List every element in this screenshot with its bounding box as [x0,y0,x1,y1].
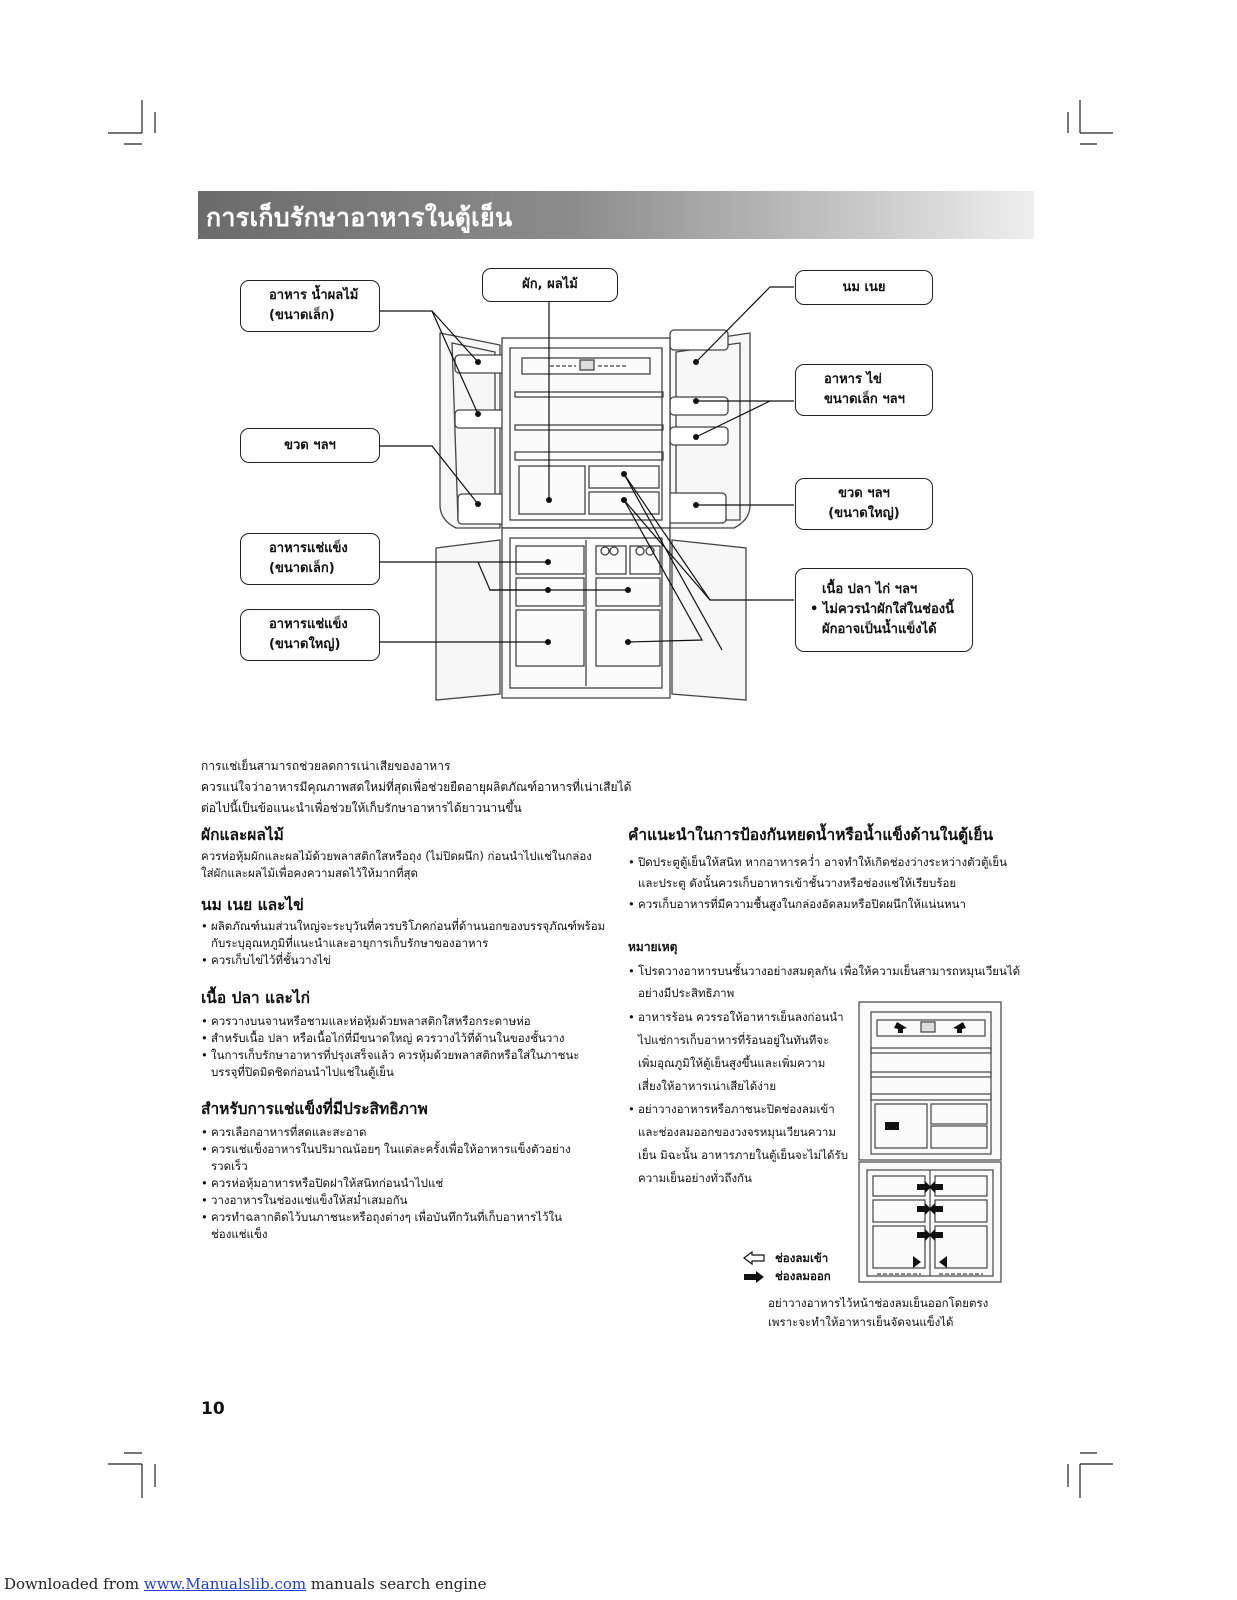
legend-inlet-label: ช่องลมเข้า [775,1251,829,1265]
text-line: อย่าวางอาหารไว้หน้าช่องลมเย็นออกโดยตรง [768,1296,989,1310]
bullet-item: อย่าวางอาหารหรือภาชนะปิดช่องลมเข้า และช่… [628,1098,853,1190]
text-line: ปิดประตูตู้เย็นให้สนิท หากอาหารคว่ำ อาจท… [638,855,1007,869]
bullet-item: ควรเก็บอาหารที่มีความชื้นสูงในกล่องอัดลม… [628,894,1007,915]
refrigerator-storage-diagram [380,286,794,701]
meat-bullets: ควรวางบนจานหรือชามและห่อหุ้มด้วยพลาสติกใ… [201,1013,579,1081]
bullet-item: ควรเก็บไข่ไว้ที่ชั้นวางไข่ [201,952,605,969]
intro-line: ต่อไปนี้เป็นข้อแนะนำเพื่อช่วยให้เก็บรักษ… [201,801,522,815]
condensation-bullets: ปิดประตูตู้เย็นให้สนิท หากอาหารคว่ำ อาจท… [628,852,1007,915]
intro-paragraph: การแช่เย็นสามารถช่วยลดการเน่าเสียของอาหา… [201,756,631,819]
inlet-arrow-icon [743,1251,765,1265]
bullet-item: ปิดประตูตู้เย็นให้สนิท หากอาหารคว่ำ อาจท… [628,852,1007,894]
bullet-item: ควรเลือกอาหารที่สดและสะอาด [201,1124,571,1141]
freezing-bullets: ควรเลือกอาหารที่สดและสะอาด ควรแช่แข็งอาห… [201,1124,571,1243]
bullet-item: ควรทำฉลากติดไว้บนภาชนะหรือถุงต่างๆ เพื่อ… [201,1209,571,1243]
callout-frozen-large: อาหารแช่แข็ง (ขนาดใหญ่) [240,609,380,661]
callout-bottle-large: ขวด ฯลฯ (ขนาดใหญ่) [795,478,933,530]
bullet-item: ควรห่อหุ้มอาหารหรือปิดฝาให้สนิทก่อนนำไปแ… [201,1175,571,1192]
text-line: อาหารร้อน ควรรอให้อาหารเย็นลงก่อนนำ [638,1010,844,1024]
bullet-item: วางอาหารในช่องแช่แข็งให้สม่ำเสมอกัน [201,1192,571,1209]
footer-prefix: Downloaded from [4,1575,144,1593]
text-line: ช่องแช่แข็ง [211,1227,268,1241]
heading-freezing: สำหรับการแช่แข็งที่มีประสิทธิภาพ [201,1100,428,1118]
note-heading: หมายเหตุ [628,940,678,954]
text-line: โปรดวางอาหารบนชั้นวางอย่างสมดุลกัน เพื่อ… [638,964,1021,978]
callout-bottle-large-line2: (ขนาดใหญ่) [828,506,900,521]
text-line: เพิ่มอุณภูมิให้ตู้เย็นสูงขึ้นและเพิ่มควา… [638,1056,826,1070]
callout-meat-line1: เนื้อ ปลา ไก่ ฯลฯ [822,582,918,597]
bullet-item: อาหารร้อน ควรรอให้อาหารเย็นลงก่อนนำ ไปแช… [628,1006,853,1098]
footer-suffix: manuals search engine [306,1575,487,1593]
note-bullets-2-3: อาหารร้อน ควรรอให้อาหารเย็นลงก่อนนำ ไปแช… [628,1006,853,1190]
callout-food-juice-line1: อาหาร น้ำผลไม้ [269,288,359,303]
text-line: เย็น มิฉะนั้น อาหารภายในตู้เย็นจะไม่ได้ร… [638,1148,848,1162]
bullet-item: ผลิตภัณฑ์นมส่วนใหญ่จะระบุวันที่ควรบริโภค… [201,918,605,952]
heading-vegetables: ผักและผลไม้ [201,826,284,844]
callout-frozen-large-line1: อาหารแช่แข็ง [269,617,348,632]
text-line: เพราะจะทำให้อาหารเย็นจัดจนแข็งได้ [768,1315,954,1329]
bullet-item: ในการเก็บรักษาอาหารที่ปรุงเสร็จแล้ว ควรห… [201,1047,579,1081]
callout-bottle-small: ขวด ฯลฯ [240,428,380,463]
callout-milk-butter-label: นม เนย [842,279,886,295]
callout-frozen-large-line2: (ขนาดใหญ่) [269,637,341,652]
heading-dairy: นม เนย และไข่ [201,896,304,914]
text-line: เสี่ยงให้อาหารเน่าเสียได้ง่าย [638,1079,777,1093]
text-line: อย่างมีประสิทธิภาพ [638,986,735,1000]
text-line: ผลิตภัณฑ์นมส่วนใหญ่จะระบุวันที่ควรบริโภค… [211,919,606,933]
intro-line: การแช่เย็นสามารถช่วยลดการเน่าเสียของอาหา… [201,759,451,773]
callout-veg-fruit-label: ผัก, ผลไม้ [522,277,578,292]
section-title-bar: การเก็บรักษาอาหารในตู้เย็น [198,191,1034,239]
bullet-item: สำหรับเนื้อ ปลา หรือเนื้อไก่ที่มีขนาดใหญ… [201,1030,579,1047]
callout-food-egg-line2: ขนาดเล็ก ฯลฯ [824,392,905,407]
text-line: บรรจุที่ปิดมิดชิดก่อนนำไปแช่ในตู้เย็น [211,1065,394,1079]
callout-meat-line2: • ไม่ควรนำผักใส่ในช่องนี้ [810,602,954,617]
text-line: ในการเก็บรักษาอาหารที่ปรุงเสร็จแล้ว ควรห… [211,1048,580,1062]
text-line: ควรทำฉลากติดไว้บนภาชนะหรือถุงต่างๆ เพื่อ… [211,1210,563,1224]
airflow-caption: อย่าวางอาหารไว้หน้าช่องลมเย็นออกโดยตรง เ… [768,1294,988,1332]
callout-food-juice-line2: (ขนาดเล็ก) [269,308,335,323]
callout-meat-warning: ไม่ควรนำผักใส่ในช่องนี้ [822,602,954,617]
bullet-item: ควรวางบนจานหรือชามและห่อหุ้มด้วยพลาสติกใ… [201,1013,579,1030]
text-line: รวดเร็ว [211,1159,248,1173]
text-line: และประตู ดังนั้นควรเก็บอาหารเข้าชั้นวางห… [638,876,957,890]
text-line: ควรแช่แข็งอาหารในปริมาณน้อยๆ ในแต่ละครั้… [211,1142,571,1156]
page-number: 10 [201,1399,225,1419]
text-line: ไปแช่การเก็บอาหารที่ร้อนอยู่ในทันทีจะ [638,1033,830,1047]
heading-meat: เนื้อ ปลา และไก่ [201,989,311,1007]
note-bullet-1: โปรดวางอาหารบนชั้นวางอย่างสมดุลกัน เพื่อ… [628,960,1020,1004]
outlet-arrow-icon [744,1271,764,1283]
dairy-bullets: ผลิตภัณฑ์นมส่วนใหญ่จะระบุวันที่ควรบริโภค… [201,918,605,969]
text-line: ใส่ผักและผลไม้เพื่อคงความสดไว้ให้มากที่ส… [201,866,419,880]
bullet-item: โปรดวางอาหารบนชั้นวางอย่างสมดุลกัน เพื่อ… [628,960,1020,1004]
text-line: ควรห่อหุ้มผักและผลไม้ด้วยพลาสติกใสหรือถุ… [201,849,592,863]
airflow-fridge-diagram [858,1001,1002,1283]
page-title: การเก็บรักษาอาหารในตู้เย็น [206,203,513,232]
text-line: อย่าวางอาหารหรือภาชนะปิดช่องลมเข้า [638,1102,835,1116]
callout-bottle-large-line1: ขวด ฯลฯ [838,486,890,501]
legend-outlet-label: ช่องลมออก [775,1269,831,1283]
bullet-item: ควรแช่แข็งอาหารในปริมาณน้อยๆ ในแต่ละครั้… [201,1141,571,1175]
download-footer: Downloaded from www.Manualslib.com manua… [4,1575,487,1593]
heading-condensation-tips: คำแนะนำในการป้องกันหยดน้ำหรือน้ำแข็งด้าน… [628,826,994,844]
callout-food-egg: อาหาร ไข่ ขนาดเล็ก ฯลฯ [795,364,933,416]
intro-line: ควรแน่ใจว่าอาหารมีคุณภาพสดใหม่ที่สุดเพื่… [201,780,632,794]
callout-veg-fruit: ผัก, ผลไม้ [482,268,618,302]
callout-meat: เนื้อ ปลา ไก่ ฯลฯ • ไม่ควรนำผักใส่ในช่อง… [795,568,973,652]
callout-milk-butter: นม เนย [795,270,933,305]
callout-food-juice: อาหาร น้ำผลไม้ (ขนาดเล็ก) [240,280,380,332]
callout-food-egg-line1: อาหาร ไข่ [824,372,882,387]
text-line: ความเย็นอย่างทั่วถึงกัน [638,1171,752,1185]
text-line: กับระบุอุณหภูมิที่แนะนำและอายุการเก็บรัก… [211,936,489,950]
callout-bottle-small-label: ขวด ฯลฯ [284,437,336,453]
callout-frozen-small-line1: อาหารแช่แข็ง [269,541,348,556]
callout-frozen-small: อาหารแช่แข็ง (ขนาดเล็ก) [240,533,380,585]
callout-meat-line3: ผักอาจเป็นน้ำแข็งได้ [822,622,937,637]
text-line: และช่องลมออกของวงจรหมุนเวียนความ [638,1125,836,1139]
manualslib-link[interactable]: www.Manualslib.com [143,1575,307,1593]
vegetables-text: ควรห่อหุ้มผักและผลไม้ด้วยพลาสติกใสหรือถุ… [201,848,592,882]
callout-frozen-small-line2: (ขนาดเล็ก) [269,561,335,576]
